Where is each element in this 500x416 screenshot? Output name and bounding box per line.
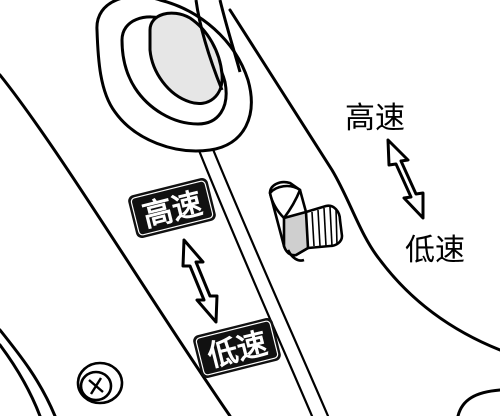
- ridge-2: [317, 209, 321, 247]
- decal-high-speed: 高速: [128, 178, 216, 238]
- handle-left-inner-line-2: [0, 343, 42, 416]
- seam-line-left: [196, 146, 314, 416]
- callout-low-text: 低速: [405, 233, 465, 268]
- decal-double-arrow: [181, 238, 219, 324]
- knob-ridges: [311, 206, 338, 247]
- decal-arrow-shape: [181, 238, 219, 324]
- ridge-5: [335, 208, 338, 246]
- decal-low-border: [195, 320, 279, 376]
- callout-double-arrow: [386, 138, 425, 220]
- housing-center-seam: [196, 140, 330, 416]
- knob-top: [268, 184, 302, 220]
- ridge-4: [329, 206, 333, 247]
- decal-high-bg: [128, 178, 216, 238]
- screw-cross-icon: [88, 377, 104, 395]
- decal-high-border: [130, 180, 214, 236]
- screw-head: [76, 361, 124, 405]
- tool-housing: [0, 8, 500, 416]
- decal-low-speed: 低速: [193, 318, 281, 378]
- speed-switch-knob: [268, 180, 344, 262]
- decal-low-bg: [193, 318, 281, 378]
- housing-bottom-right-curve: [456, 388, 500, 416]
- handle-left-edge: [0, 73, 232, 416]
- ridge-1: [311, 211, 315, 247]
- seam-line-right: [208, 140, 330, 416]
- grip-sleeve-edge-left: [194, 0, 224, 91]
- ridge-3: [323, 207, 327, 247]
- top-handle-grip: [95, 0, 253, 153]
- callout-arrow-shape: [386, 138, 425, 220]
- handle-left-inner-line: [0, 328, 57, 416]
- knob-base: [286, 249, 305, 262]
- housing-right-edge: [228, 8, 500, 352]
- grip-sleeve-edge-right: [218, 0, 242, 73]
- callout-high-text: 高速: [345, 101, 405, 136]
